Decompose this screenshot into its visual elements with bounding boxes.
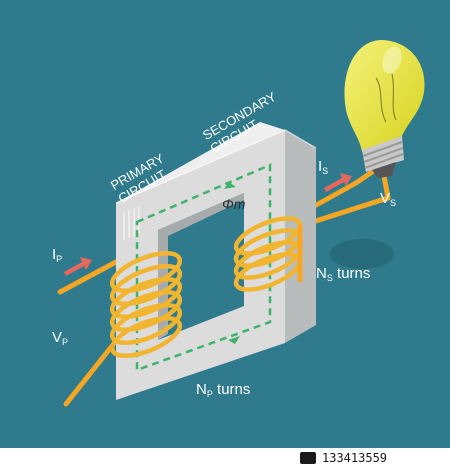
stock-id: 133413559 [322, 451, 388, 465]
lightbulb-icon [344, 40, 425, 178]
ns-sub: S [326, 273, 333, 283]
vs-main: V [380, 190, 391, 207]
bulb-shadow [330, 239, 394, 269]
secondary-voltage-label: VS [380, 190, 396, 209]
stock-logo-icon [300, 452, 316, 464]
ns-rest: turns [332, 265, 371, 282]
primary-voltage-label: VP [52, 329, 68, 348]
vp-sub: P [62, 337, 69, 347]
ns-main: N [316, 265, 327, 282]
flux-path [135, 163, 272, 372]
primary-turns-label: NP turns [196, 381, 250, 400]
footer-bar [0, 448, 450, 469]
primary-current-label: IP [52, 246, 62, 265]
is-main: I [318, 158, 323, 175]
flux-direction-arrow-icon [224, 182, 236, 189]
np-sub: P [206, 389, 213, 399]
primary-coil [109, 251, 183, 358]
current-arrow-icon-secondary [324, 173, 352, 192]
ip-main: I [52, 246, 57, 263]
vs-sub: S [390, 198, 397, 208]
np-main: N [196, 381, 207, 398]
flux-label: Φm [222, 196, 246, 212]
np-rest: turns [212, 381, 251, 398]
secondary-current-label: IS [318, 158, 328, 177]
secondary-turns-label: NS turns [316, 265, 370, 284]
is-sub: S [322, 166, 329, 176]
ip-sub: P [56, 254, 63, 264]
flux-direction-arrow-icon-bottom [228, 336, 240, 344]
vp-main: V [52, 329, 63, 346]
current-arrow-icon-primary [64, 257, 92, 276]
wires-front [63, 223, 303, 407]
wires-back [57, 169, 391, 295]
